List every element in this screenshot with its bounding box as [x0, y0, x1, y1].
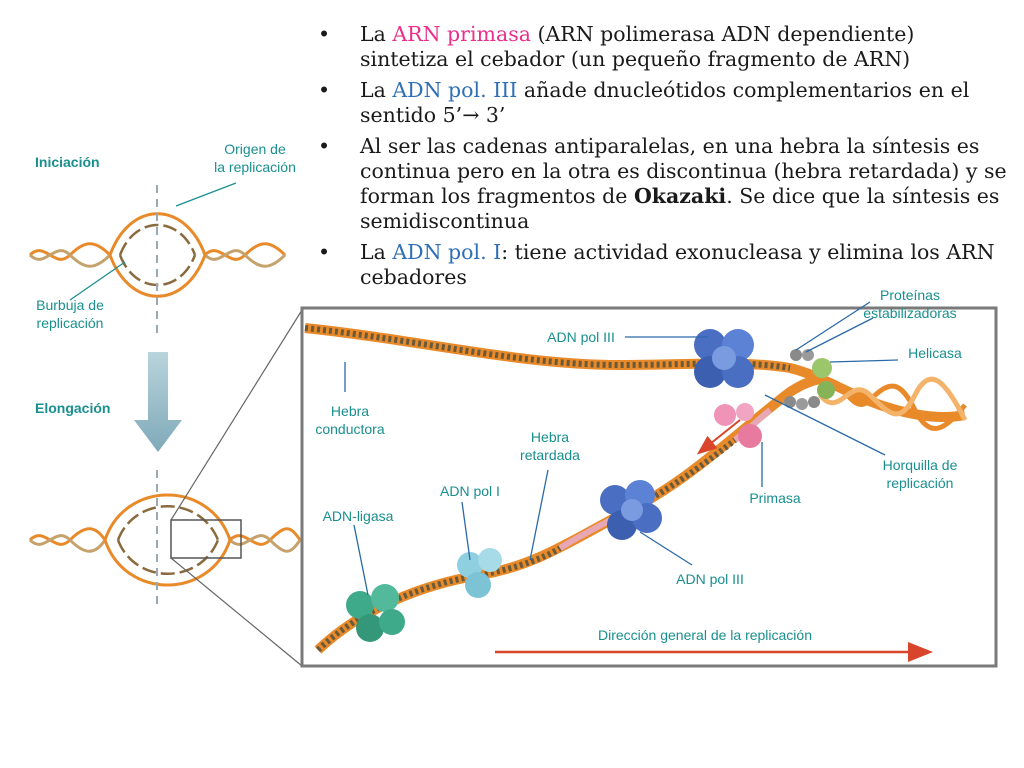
- label-pol3-top: ADN pol III: [547, 329, 615, 345]
- bullet-text: Al ser las cadenas antiparalelas, en una…: [360, 134, 1007, 233]
- ligase-icon: [346, 584, 405, 642]
- stage-elongation: Elongación: [35, 400, 111, 416]
- pol-iii-top-icon: [694, 329, 754, 388]
- label-pol3-bottom: ADN pol III: [676, 571, 744, 587]
- bullet-list: • La ARN primasa (ARN polimerasa ADN depe…: [318, 22, 1008, 296]
- bullet-text: La ADN pol. I: tiene actividad exonuclea…: [360, 240, 995, 289]
- bullet-segment: Al ser las cadenas antiparalelas, en una…: [360, 134, 1007, 208]
- bullet-segment: ARN primasa: [392, 22, 531, 46]
- stage-initiation: Iniciación: [35, 154, 100, 170]
- zoom-line-bottom: [170, 557, 303, 667]
- bullet-segment: ADN pol. III: [392, 78, 518, 102]
- bullet-dot: •: [318, 240, 331, 264]
- bullet-segment: ADN pol. I: [392, 240, 502, 264]
- pol-i-icon: [457, 548, 502, 598]
- bullet-segment: Okazaki: [633, 184, 727, 208]
- bullet-antiparalelas: • Al ser las cadenas antiparalelas, en un…: [318, 134, 1008, 234]
- bullet-dot: •: [318, 78, 331, 102]
- bullet-segment: La: [360, 22, 393, 46]
- bullet-text: La ADN pol. III añade dnucleótidos compl…: [360, 78, 969, 127]
- bullet-dot: •: [318, 134, 331, 158]
- pol-iii-bottom-icon: [600, 480, 662, 540]
- helicase-icon: [812, 358, 835, 399]
- bullet-dot: •: [318, 22, 331, 46]
- label-pol1: ADN pol I: [440, 483, 500, 499]
- bullet-segment: . Se dice que la síntesis es semidiscont…: [360, 184, 1000, 233]
- primase-icon: [714, 403, 762, 448]
- label-direction: Dirección general de la replicación: [597, 627, 812, 643]
- label-ligase: ADN-ligasa: [322, 508, 394, 524]
- label-primase: Primasa: [749, 490, 801, 506]
- bullet-adn-pol-i: • La ADN pol. I: tiene actividad exonucle…: [318, 240, 1008, 290]
- bullet-segment: La: [360, 240, 393, 264]
- label-pointers: [344, 301, 899, 596]
- origin-pointer: [175, 182, 237, 207]
- bullet-segment: La: [360, 78, 393, 102]
- bullet-arn-primasa: • La ARN primasa (ARN polimerasa ADN depe…: [318, 22, 1008, 72]
- zoom-line-top: [170, 309, 303, 521]
- initiation-bubble: [28, 185, 287, 335]
- down-arrow-icon: [134, 352, 182, 452]
- bullet-adn-pol-iii: • La ADN pol. III añade dnucleótidos comp…: [318, 78, 1008, 128]
- bullet-text: La ARN primasa (ARN polimerasa ADN depen…: [360, 22, 914, 71]
- bullet-segment: (ARN polimerasa ADN dependiente) sinteti…: [360, 22, 915, 71]
- elongation-bubble: [28, 470, 302, 610]
- ssb-proteins-icon: [784, 349, 820, 410]
- bullet-segment: añade dnucleótidos complementarios en el…: [360, 78, 970, 127]
- bullet-segment: : tiene actividad exonucleasa y elimina …: [360, 240, 995, 289]
- label-helicase: Helicasa: [908, 345, 962, 361]
- bubble-pointer: [69, 261, 126, 301]
